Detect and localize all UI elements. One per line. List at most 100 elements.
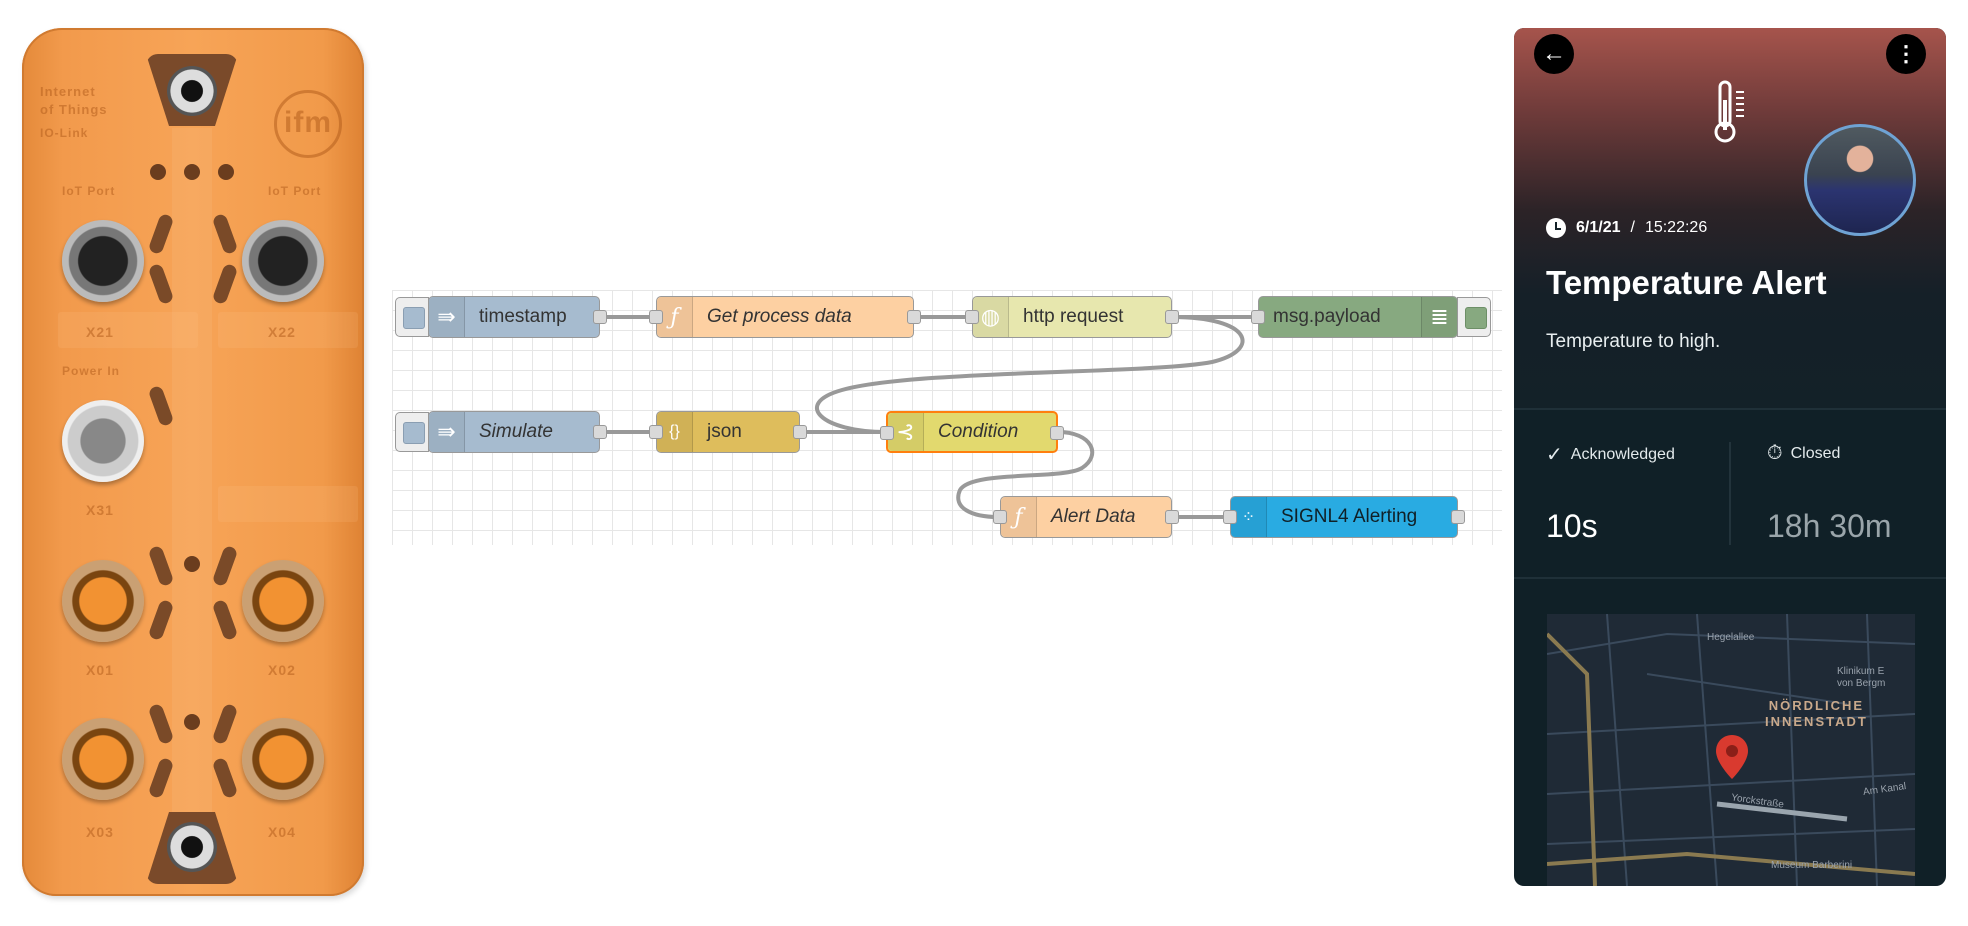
device-print-power-in: Power In — [62, 364, 121, 378]
node-label: timestamp — [479, 306, 567, 327]
node-http-request[interactable]: ◍ http request — [965, 296, 1179, 338]
port-label-x31: X31 — [86, 502, 114, 518]
output-port[interactable] — [907, 310, 921, 324]
wire — [956, 430, 1095, 519]
input-port[interactable] — [993, 510, 1007, 524]
status-led — [150, 164, 166, 180]
poi-label: Museum Barberini — [1771, 860, 1853, 871]
node-label: msg.payload — [1273, 306, 1381, 327]
device-ridge — [172, 128, 212, 848]
port-slot — [147, 212, 175, 256]
label-area — [218, 486, 358, 522]
alert-stats: ✓ Acknowledged 10s ⏱ Closed 18h 30m — [1514, 410, 1946, 577]
device-mount-hole-bottom — [167, 822, 217, 872]
braces-icon: {} — [657, 412, 693, 452]
debug-toggle-button[interactable] — [1457, 297, 1491, 337]
iot-device-image: Internet of Things IO-Link ifm IoT Port … — [22, 28, 364, 896]
node-alert-data[interactable]: ƒ Alert Data — [993, 496, 1179, 538]
divider — [1514, 577, 1946, 579]
device-print-internet: Internet — [40, 84, 96, 99]
street-label: Hegelallee — [1707, 632, 1755, 643]
device-print-iot-port-1: IoT Port — [62, 184, 116, 198]
stopwatch-icon: ⏱ — [1767, 442, 1783, 464]
map-pin-icon[interactable] — [1715, 734, 1749, 780]
node-signl4-alerting[interactable]: ⁘ SIGNL4 Alerting — [1223, 496, 1465, 538]
alert-date: 6/1/21 — [1576, 219, 1621, 236]
output-port[interactable] — [1451, 510, 1465, 524]
output-port[interactable] — [1165, 510, 1179, 524]
port-slot — [147, 384, 175, 428]
port-x01 — [62, 560, 144, 642]
node-label: Condition — [938, 421, 1019, 442]
port-label-x02: X02 — [268, 662, 296, 678]
input-port[interactable] — [1251, 310, 1265, 324]
node-get-process-data[interactable]: ƒ Get process data — [649, 296, 921, 338]
port-slot — [211, 262, 239, 306]
node-label: Simulate — [479, 421, 553, 442]
input-port[interactable] — [880, 426, 894, 440]
arrow-in-icon: ⇛ — [429, 412, 465, 452]
status-led — [184, 714, 200, 730]
flow-wires — [600, 315, 1256, 519]
port-x03 — [62, 718, 144, 800]
output-port[interactable] — [793, 425, 807, 439]
alert-time-separator: / — [1630, 219, 1635, 236]
input-port[interactable] — [649, 425, 663, 439]
output-port[interactable] — [593, 425, 607, 439]
port-slot — [211, 702, 239, 746]
arrow-in-icon: ⇛ — [429, 297, 465, 337]
closed-value: 18h 30m — [1767, 508, 1892, 544]
back-arrow-icon[interactable]: ← — [1534, 34, 1574, 74]
node-json[interactable]: {} json — [649, 411, 807, 453]
input-port[interactable] — [965, 310, 979, 324]
device-mount-hole-top — [167, 66, 217, 116]
function-icon: ƒ — [1001, 497, 1037, 537]
alert-text: Temperature to high. — [1546, 331, 1721, 352]
globe-icon: ◍ — [973, 297, 1009, 337]
port-x04 — [242, 718, 324, 800]
more-vertical-icon[interactable]: ⋮ — [1886, 34, 1926, 74]
port-slot — [211, 544, 239, 588]
iot-port-x22 — [242, 220, 324, 302]
alert-time: 15:22:26 — [1644, 219, 1708, 236]
port-slot — [147, 702, 175, 746]
node-simulate[interactable]: ⇛ Simulate — [395, 411, 607, 453]
output-port[interactable] — [1165, 310, 1179, 324]
port-label-x04: X04 — [268, 824, 296, 840]
input-port[interactable] — [1223, 510, 1237, 524]
clock-icon — [1546, 218, 1566, 238]
output-port[interactable] — [1050, 426, 1064, 440]
location-map[interactable]: Hegelallee Klinikum E von Bergm NÖRDLICH… — [1547, 614, 1915, 886]
stat-closed: ⏱ Closed 18h 30m — [1729, 442, 1946, 545]
avatar[interactable] — [1804, 124, 1916, 236]
port-slot — [147, 262, 175, 306]
district-label: NÖRDLICHE INNENSTADT — [1765, 698, 1868, 729]
port-slot — [211, 212, 239, 256]
node-timestamp[interactable]: ⇛ timestamp — [395, 296, 607, 338]
port-slot — [147, 544, 175, 588]
poi-label: Klinikum E von Bergm — [1837, 666, 1886, 689]
port-label-x22: X22 — [268, 324, 296, 340]
port-x02 — [242, 560, 324, 642]
closed-label: Closed — [1790, 444, 1841, 462]
port-slot — [147, 598, 175, 642]
function-icon: ƒ — [657, 297, 693, 337]
node-label: Alert Data — [1051, 506, 1136, 527]
status-led — [218, 164, 234, 180]
acknowledged-value: 10s — [1546, 508, 1598, 544]
map-streets — [1547, 614, 1915, 886]
label-area — [58, 312, 198, 348]
flow-canvas[interactable]: ⇛ timestamp ƒ Get process data ◍ http re… — [392, 290, 1502, 545]
node-msg-payload[interactable]: msg.payload ≣ — [1251, 296, 1491, 338]
port-label-x03: X03 — [86, 824, 114, 840]
power-in-port-x31 — [62, 400, 144, 482]
status-led — [184, 556, 200, 572]
inject-button[interactable] — [395, 297, 429, 337]
iot-port-x21 — [62, 220, 144, 302]
inject-button[interactable] — [395, 412, 429, 452]
list-icon: ≣ — [1421, 297, 1457, 337]
input-port[interactable] — [649, 310, 663, 324]
output-port[interactable] — [593, 310, 607, 324]
node-condition[interactable]: ⊰ Condition — [880, 411, 1064, 453]
port-slot — [147, 756, 175, 800]
